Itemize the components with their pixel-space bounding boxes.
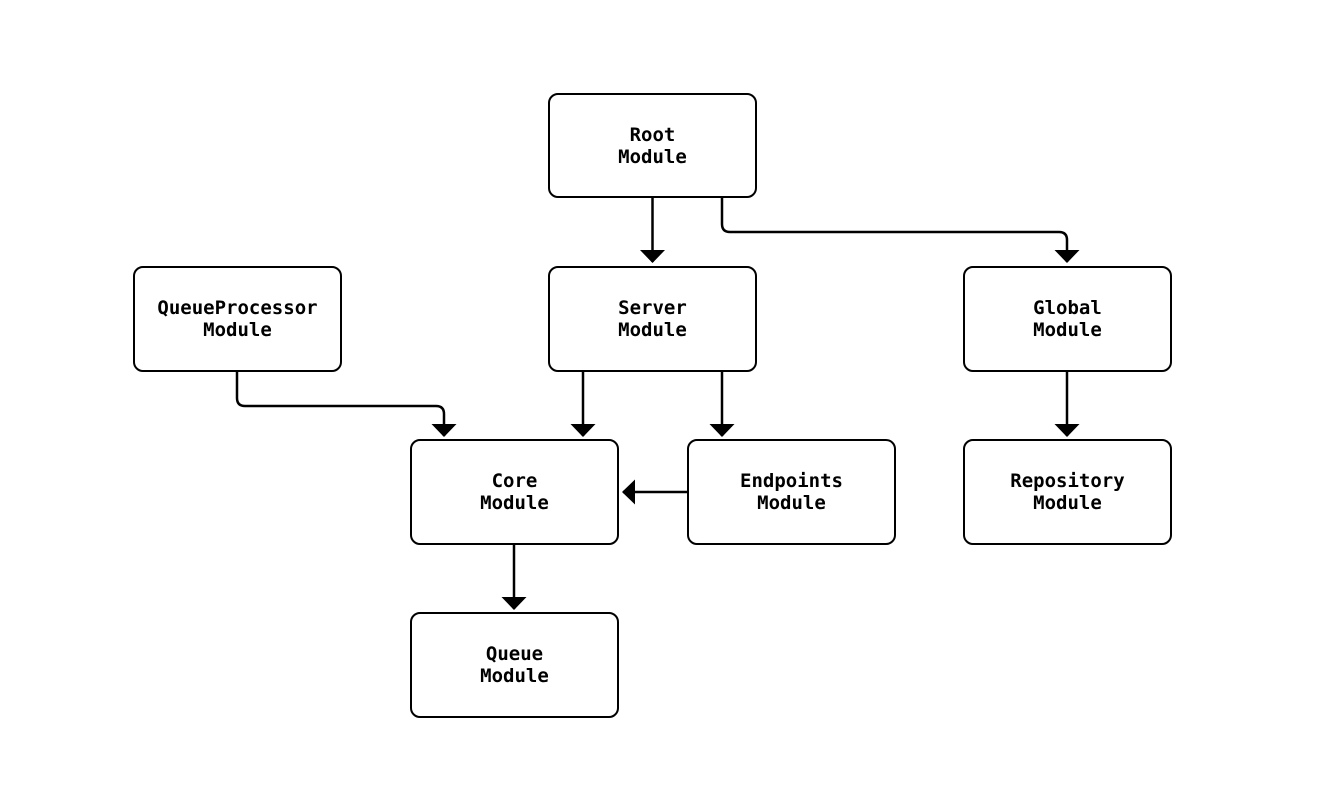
node-server-module: Server Module <box>548 266 757 372</box>
node-queue-module: Queue Module <box>410 612 619 718</box>
node-repository-module: Repository Module <box>963 439 1172 545</box>
node-label-global: Global Module <box>1033 297 1102 341</box>
node-root-module: Root Module <box>548 93 757 198</box>
node-label-endpoints: Endpoints Module <box>740 470 843 514</box>
node-endpoints-module: Endpoints Module <box>687 439 896 545</box>
node-label-queue: Queue Module <box>480 643 549 687</box>
node-global-module: Global Module <box>963 266 1172 372</box>
node-core-module: Core Module <box>410 439 619 545</box>
node-label-queueprocessor: QueueProcessor Module <box>157 297 318 341</box>
node-queueprocessor-module: QueueProcessor Module <box>133 266 342 372</box>
node-label-server: Server Module <box>618 297 687 341</box>
node-label-repository: Repository Module <box>1010 470 1125 514</box>
node-label-core: Core Module <box>480 470 549 514</box>
edge-root-to-global <box>720 198 1080 263</box>
node-label-root: Root Module <box>618 123 687 168</box>
edge-queueprocessor-to-core <box>235 372 457 437</box>
